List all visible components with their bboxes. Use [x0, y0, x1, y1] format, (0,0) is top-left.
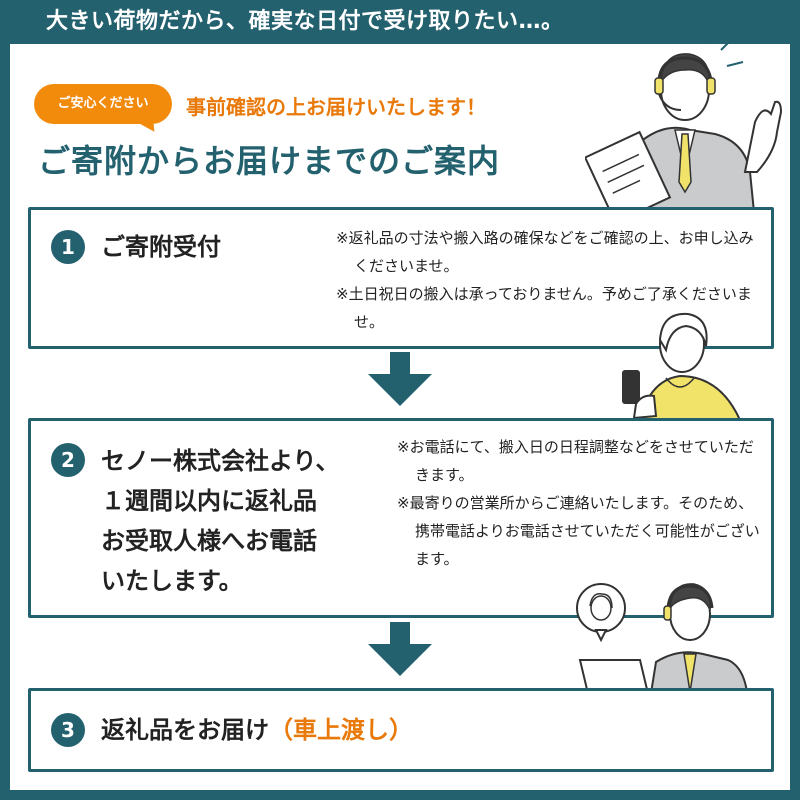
step-3-box: 3 返礼品をお届け（車上渡し） — [28, 688, 774, 772]
step-3-delivery-method: （車上渡し） — [269, 716, 413, 744]
step-2-title-line-3: お受取人様へお電話 — [101, 527, 317, 555]
down-arrow-icon — [368, 352, 432, 406]
operator-with-clipboard-icon — [585, 25, 783, 222]
top-banner: 大きい荷物だから、確実な日付で受け取りたい…。 — [0, 0, 800, 44]
sub-heading: 事前確認の上お届けいたします！ — [186, 95, 486, 119]
step-2-note-1: ※お電話にて、搬入日の日程調整などをさせていただきます。 — [397, 438, 754, 484]
step-2-title-line-4: いたします。 — [101, 567, 243, 595]
page-title: ご寄附からお届けまでのご案内 — [38, 142, 501, 180]
step-1-title: ご寄附受付 — [101, 233, 221, 261]
reassurance-badge: ご安心ください — [34, 84, 172, 124]
step-3-title-wrap: 返礼品をお届け（車上渡し） — [101, 710, 413, 750]
step-2-title-line-1: セノー株式会社より、 — [101, 447, 340, 475]
step-1-note-2: ※土日祝日の搬入は承っておりません。予めご了承くださいませ。 — [336, 285, 752, 331]
step-1-box: 1 ご寄附受付 ※返礼品の寸法や搬入路の確保などをご確認の上、お申し込みください… — [28, 207, 774, 349]
step-2-title: セノー株式会社より、 １週間以内に返礼品 お受取人様へお電話 いたします。 — [101, 441, 391, 601]
step-1-notes: ※返礼品の寸法や搬入路の確保などをご確認の上、お申し込みくださいませ。 ※土日祝… — [336, 224, 766, 336]
step-2-note-2: ※最寄りの営業所からご連絡いたします。そのため、携帯電話よりお電話させていただく… — [397, 494, 760, 568]
woman-with-phone-icon — [622, 312, 742, 420]
step-1-number: 1 — [51, 230, 85, 264]
step-3-title: 返礼品をお届け — [101, 716, 269, 744]
down-arrow-icon — [368, 622, 432, 676]
step-2-notes: ※お電話にて、搬入日の日程調整などをさせていただきます。 ※最寄りの営業所からご… — [397, 433, 767, 573]
step-1-note-1: ※返礼品の寸法や搬入路の確保などをご確認の上、お申し込みくださいませ。 — [336, 229, 754, 275]
step-3-number: 3 — [51, 713, 85, 747]
step-2-box: 2 セノー株式会社より、 １週間以内に返礼品 お受取人様へお電話 いたします。 … — [28, 418, 774, 618]
step-2-title-line-2: １週間以内に返礼品 — [101, 487, 317, 515]
step-2-number: 2 — [51, 443, 85, 477]
customer-speech-bubble-icon — [576, 583, 626, 642]
